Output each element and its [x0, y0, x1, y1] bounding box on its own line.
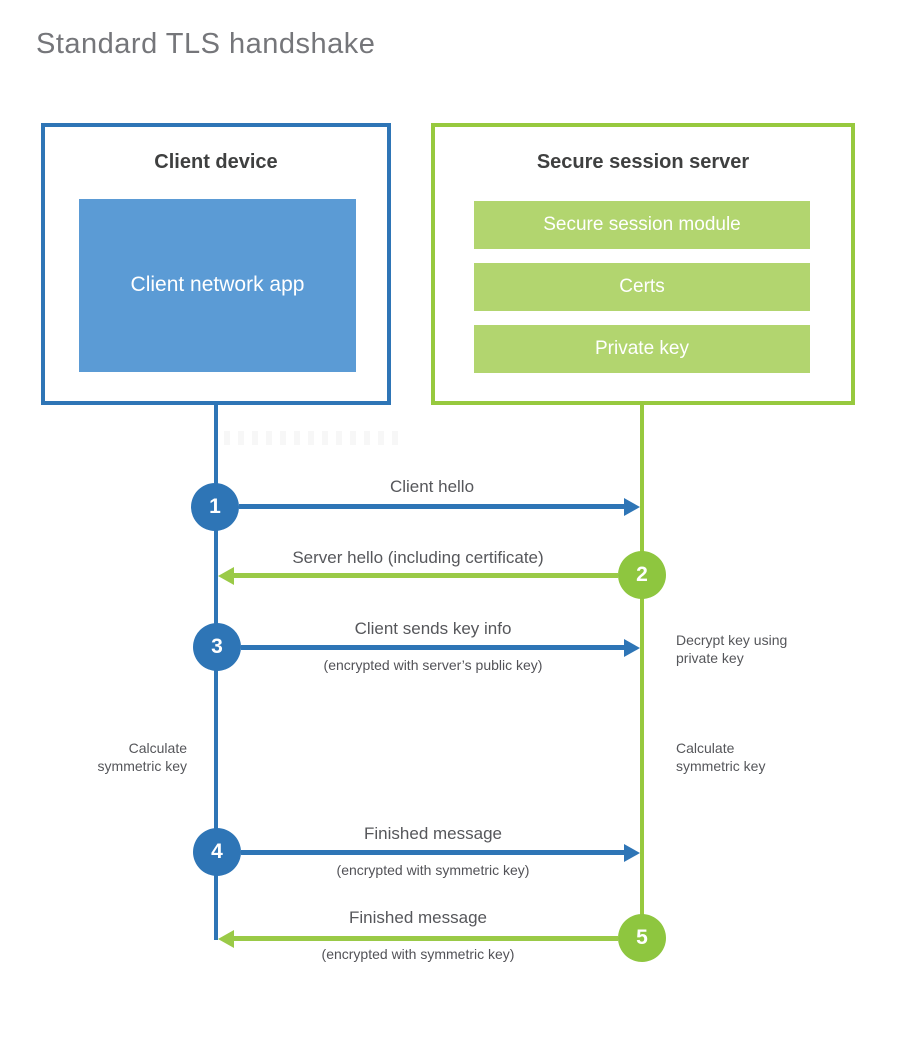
client-lifeline: [214, 405, 218, 940]
step3-arrowhead-right-icon: [624, 639, 640, 657]
secure-session-server-title: Secure session server: [536, 151, 750, 173]
step4-sublabel: (encrypted with symmetric key): [336, 862, 530, 878]
decrypt-key-note: Decrypt key using private key: [676, 632, 788, 666]
step1-circle: 1: [191, 483, 239, 531]
client-network-app-label: Client network app: [130, 273, 305, 297]
step3-label: Client sends key info: [354, 619, 512, 638]
calc-symmetric-key-note-right: Calculate symmetric key: [676, 740, 766, 774]
server-module-secure-session: Secure session module: [474, 201, 810, 249]
step4-label: Finished message: [364, 824, 502, 843]
server-lifeline: [640, 405, 644, 940]
step5-circle: 5: [618, 914, 666, 962]
step3-circle: 3: [193, 623, 241, 671]
client-network-app-block: Client network app: [79, 199, 356, 372]
step2-circle: 2: [618, 551, 666, 599]
step5-arrow: [234, 936, 618, 941]
step2-arrowhead-left-icon: [218, 567, 234, 585]
client-device-title: Client device: [154, 151, 278, 173]
step4-arrow: [241, 850, 624, 855]
page-title: Standard TLS handshake: [36, 28, 376, 60]
step1-label: Client hello: [389, 477, 475, 496]
server-module-private-key: Private key: [474, 325, 810, 373]
step2-label: Server hello (including certificate): [292, 548, 544, 567]
server-module-certs: Certs: [474, 263, 810, 311]
step1-arrow: [239, 504, 624, 509]
step5-label: Finished message: [349, 908, 487, 927]
step3-sublabel: (encrypted with server’s public key): [323, 657, 543, 673]
ghost-artifact: [224, 431, 406, 445]
step2-arrow: [234, 573, 618, 578]
step3-arrow: [241, 645, 624, 650]
step1-arrowhead-right-icon: [624, 498, 640, 516]
step4-arrowhead-right-icon: [624, 844, 640, 862]
step5-sublabel: (encrypted with symmetric key): [321, 946, 515, 962]
step4-circle: 4: [193, 828, 241, 876]
calc-symmetric-key-note-left: Calculate symmetric key: [97, 740, 187, 774]
step5-arrowhead-left-icon: [218, 930, 234, 948]
